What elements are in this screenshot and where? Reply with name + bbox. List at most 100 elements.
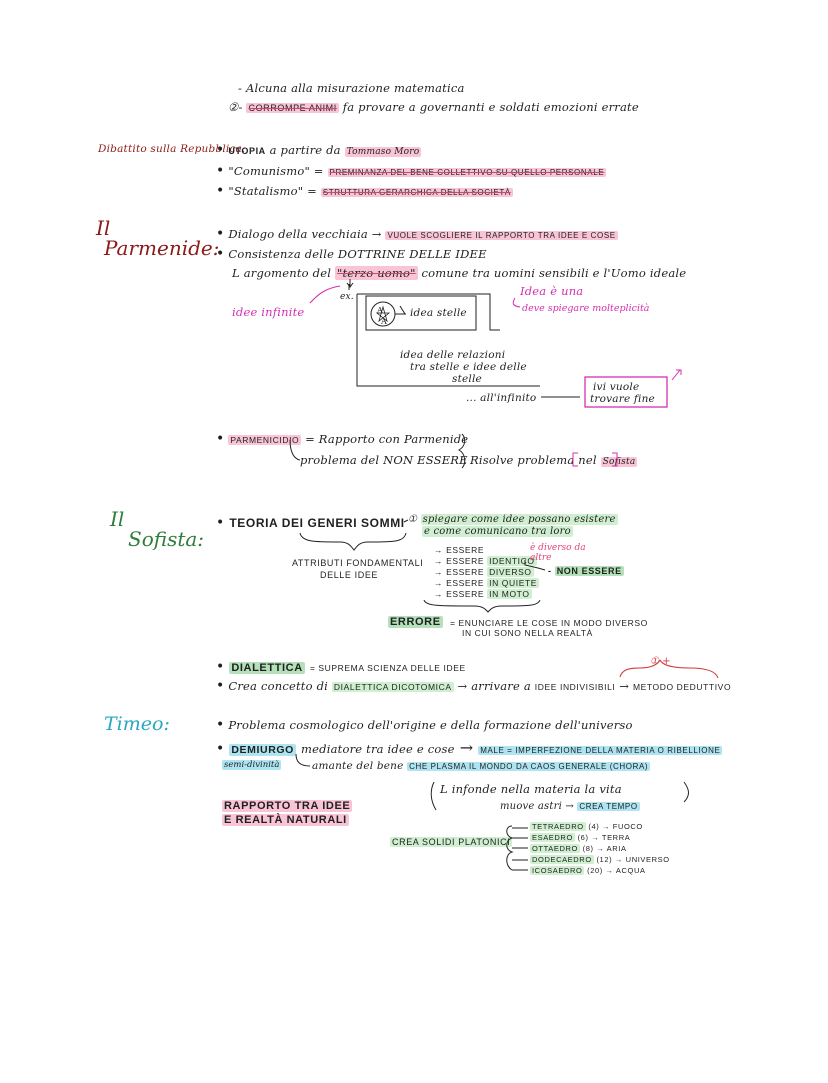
crea-solidi: CREA SOLIDI PLATONICI (390, 837, 513, 847)
solid-name: ESAEDRO (530, 833, 575, 842)
all-infinito: ... all'infinito (466, 392, 537, 404)
trovare-fine-2: trovare fine (590, 393, 655, 405)
dialettica-rest: = SUPREMA SCIENZA DELLE IDEE (309, 663, 466, 673)
solid-element: ARIA (606, 844, 627, 853)
trovare-fine-box (584, 376, 668, 408)
solid-element: UNIVERSO (625, 855, 670, 864)
crea-dicotomica-line: • Crea concetto di DIALETTICA DICOTOMICA… (216, 678, 732, 694)
muove-astri: muove astri (500, 801, 562, 812)
diverso: DIVERSO (487, 567, 534, 577)
genere-5: ESSERE (446, 589, 485, 599)
comunismo-definition: PREMINANZA DEL BENE COLLETTIVO SU QUELLO… (327, 168, 607, 177)
spiega-number: ① (408, 514, 418, 525)
idea-relazioni-3: stelle (452, 373, 482, 385)
side-label-repubblica: Dibattito sulla Repubblica: (98, 143, 246, 155)
statalismo-definition: STRUTTURA GERARCHICA DELLA SOCIETÀ (320, 188, 513, 197)
parm-consistenza-line: • Consistenza delle DOTTRINE DELLE IDEE (216, 246, 487, 262)
magenta-curve-right (512, 297, 521, 308)
identico: IDENTICO (487, 556, 537, 566)
rep-comunismo-line: • "Comunismo" = PREMINANZA DEL BENE COLL… (216, 163, 607, 179)
parmenicidio-rest: = Rapporto con Parmenide (305, 432, 469, 446)
terzo-uomo: "terzo uomo" (334, 266, 418, 280)
parm-consistenza: Consistenza delle DOTTRINE DELLE IDEE (228, 247, 487, 261)
demiurgo-line: • DEMIURGO mediatore tra idee e cose → M… (216, 738, 723, 757)
star-label-1: A (377, 306, 383, 315)
parmenide-title: Parmenide: (104, 236, 220, 260)
crea-concetto: Crea concetto di (228, 679, 329, 693)
arg-pre: L argomento del (232, 266, 332, 280)
demiurgo: DEMIURGO (229, 744, 296, 756)
solid-element: TERRA (601, 833, 631, 842)
ideas-diagram (309, 279, 682, 408)
errore: ERRORE (388, 616, 443, 628)
timeo-problema: Problema cosmologico dell'origine e dell… (228, 718, 633, 732)
magenta-curve-left (309, 285, 341, 304)
mediatore: mediatore tra idee e cose (301, 742, 455, 756)
spiega-2: e come comunicano tra loro (422, 526, 573, 537)
idee-indivisibili: IDEE INDIVISIBILI (534, 682, 616, 692)
metodo-deduttivo: METODO DEDUTTIVO (632, 682, 732, 692)
arg-post: comune tra uomini sensibili e l'Uomo ide… (421, 266, 687, 280)
rep-line-corrompe: ②- CORROMPE ANIMI fa provare a governant… (228, 100, 639, 114)
sofista-ref: Sofista (600, 457, 638, 467)
timeo-problema-line: • Problema cosmologico dell'origine e de… (216, 717, 633, 733)
deve-spiegare: deve spiegare molteplicità (522, 303, 650, 314)
parm-dialogo: Dialogo della vecchiaia (228, 227, 368, 241)
comunismo-label: "Comunismo" = (228, 164, 324, 178)
genere-4: ESSERE (446, 578, 485, 588)
genere-diverso: → ESSERE DIVERSO (434, 567, 534, 577)
rep-statalismo-line: • "Statalismo" = STRUTTURA GERARCHICA DE… (216, 183, 513, 199)
infonde-vita: L infonde nella materia la vita (440, 782, 622, 796)
down-arrow-icon (346, 279, 354, 288)
star-icon (375, 305, 391, 323)
spiega-1: spiegare come idee possano esistere (420, 514, 618, 525)
teoria-underbrace (299, 532, 407, 551)
semi-divinita: semi-divinità (222, 760, 282, 770)
genere-2: ESSERE (446, 556, 485, 566)
diverso-note: è diverso da altre (530, 543, 586, 563)
sofista-title: Sofista: (128, 527, 205, 551)
genere-3: ESSERE (446, 567, 485, 577)
solid-faces: (8) (582, 844, 594, 853)
idea-stelle: idea stelle (410, 307, 467, 319)
solid-name: DODECAEDRO (530, 855, 594, 864)
idea-una: Idea è una (520, 284, 584, 298)
non-essere: NON ESSERE (554, 566, 624, 576)
dialettica: DIALETTICA (229, 662, 305, 674)
rep-corrompe-rest: fa provare a governanti e soldati emozio… (342, 100, 639, 114)
genere-essere: → ESSERE (434, 545, 485, 555)
nonessere-problem: problema del NON ESSERE (300, 453, 468, 467)
trovare-fine-1: ivi vuole (593, 381, 640, 393)
utopia-rest: a partire da (269, 143, 341, 157)
genere-moto: → ESSERE IN MOTO (434, 589, 532, 599)
parmenicidio: PARMENICIDIO (228, 435, 302, 445)
amante-bene: amante del bene (312, 760, 404, 772)
errore-def-1: = ENUNCIARE LE COSE IN MODO DIVERSO (450, 618, 648, 628)
crea-solidi-platonici: CREA SOLIDI PLATONICI (390, 837, 513, 847)
solid-row: DODECAEDRO (12) → UNIVERSO (530, 855, 670, 864)
attributi-1: ATTRIBUTI FONDAMENTALI (292, 558, 424, 568)
errore-line: ERRORE (388, 616, 443, 628)
solid-faces: (6) (577, 833, 589, 842)
teoria-line: • TEORIA DEI GENERI SOMMI (216, 515, 405, 531)
solid-element: FUOCO (612, 822, 643, 831)
dialettica-dicotomica: DIALETTICA DICOTOMICA (331, 682, 454, 692)
spiega-line-1: ① spiegare come idee possano esistere (408, 514, 618, 525)
solid-row: TETRAEDRO (4) → FUOCO (530, 822, 643, 831)
risolve-line: Risolve problema nel Sofista (470, 453, 638, 467)
solids-brace (506, 825, 514, 871)
solid-element: ACQUA (615, 866, 646, 875)
in-moto: IN MOTO (487, 589, 532, 599)
inner-box (365, 295, 477, 331)
idee-infinite: idee infinite (232, 305, 305, 319)
idea-relazioni-1: idea delle relazioni (400, 349, 506, 361)
dialettica-line: • DIALETTICA = SUPREMA SCIENZA DELLE IDE… (216, 659, 466, 675)
rep-line-misurazione: - Alcuna alla misurazione matematica (238, 81, 465, 95)
amante-line: amante del bene CHE PLASMA IL MONDO DA C… (312, 760, 651, 772)
crea-tempo: CREA TEMPO (577, 802, 640, 811)
utopia-label: UTOPIA (228, 146, 266, 156)
nonessere-genere: - NON ESSERE (548, 566, 624, 576)
rapporto-1: RAPPORTO TRA IDEE (222, 800, 353, 812)
plasma-mondo: CHE PLASMA IL MONDO DA CAOS GENERALE (CH… (407, 762, 651, 771)
solid-faces: (20) (587, 866, 603, 875)
